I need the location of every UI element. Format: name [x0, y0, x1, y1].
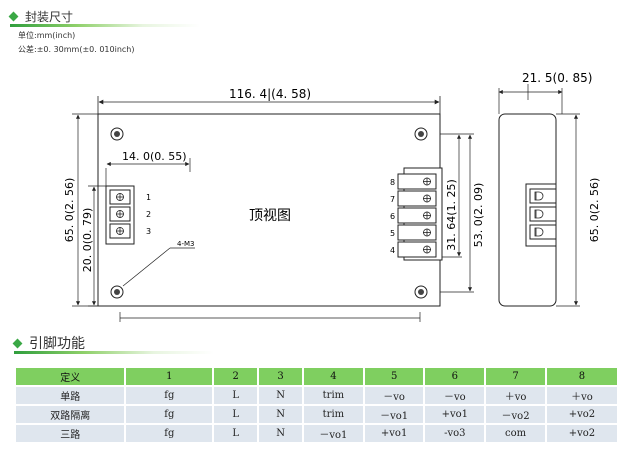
mount-hole-icon	[110, 127, 124, 141]
dim-height-left-label: 65. 0(2. 56)	[63, 178, 76, 243]
dim-pin-offset-label: 14. 0(0. 55)	[122, 150, 187, 163]
table-cell: L	[214, 406, 258, 423]
table-cell: －vo2	[486, 406, 545, 423]
table-cell: N	[259, 425, 303, 442]
table-header-cell: 2	[214, 368, 258, 385]
right-pin-label: 6	[390, 212, 395, 221]
table-header-cell: 4	[304, 368, 363, 385]
diamond-bullet-icon	[12, 338, 23, 348]
table-header-cell: 定义	[16, 368, 125, 385]
table-header-cell: 6	[425, 368, 485, 385]
mount-label: 4-M3	[177, 240, 194, 248]
right-terminal-block: 8 7 6 5 4	[390, 167, 443, 261]
table-cell: －vo	[364, 387, 424, 404]
table-cell: 单路	[16, 387, 125, 404]
spec-tolerance: 公差:±0. 30mm(±0. 010inch)	[18, 45, 135, 54]
mount-hole-icon	[414, 285, 428, 299]
table-row: 三路 fg L N －vo1 +vo1 -vo3 com +vo2	[16, 425, 617, 442]
section-title-text: 封装尺寸	[25, 10, 74, 24]
section-title-package: 封装尺寸	[8, 8, 74, 25]
module-body	[97, 113, 441, 307]
right-pin-label: 5	[390, 229, 395, 238]
table-cell: N	[259, 406, 303, 423]
section-divider	[14, 351, 214, 354]
table-header-row: 定义 1 2 3 4 5 6 7 8	[16, 368, 617, 385]
right-pin-label: 7	[390, 195, 395, 204]
dim-pin-span-right-label: 31. 64(1. 25)	[445, 179, 458, 251]
table-cell: N	[259, 387, 303, 404]
table-cell: fg	[126, 387, 213, 404]
table-row: 双路隔离 fg L N trim －vo1 +vo1 －vo2 +vo2	[16, 406, 617, 423]
package-drawing: 116. 4|(4. 58) 4-M3 顶视图 1 2 3 14. 0(0. 5…	[63, 71, 601, 322]
table-header-cell: 7	[486, 368, 545, 385]
right-pin-label: 4	[390, 246, 395, 255]
table-cell: －vo1	[304, 425, 363, 442]
pin-function-table: 定义 1 2 3 4 5 6 7 8 单路 fg L N trim －vo －v…	[14, 366, 619, 444]
mount-hole-icon	[414, 127, 428, 141]
mount-hole-icon	[110, 285, 124, 299]
section-title-text: 引脚功能	[29, 336, 85, 352]
left-pin-label: 3	[146, 227, 151, 236]
dim-pin-span-left-label: 20. 0(0. 79)	[81, 208, 94, 273]
table-cell: －vo	[425, 387, 485, 404]
table-row: 单路 fg L N trim －vo －vo ＋vo ＋vo	[16, 387, 617, 404]
top-view-label: 顶视图	[249, 208, 291, 224]
section-title-pins: 引脚功能	[12, 333, 85, 353]
left-terminal-block: 1 2 3	[105, 185, 151, 245]
table-header-cell: 3	[259, 368, 303, 385]
right-pin-label: 8	[390, 178, 395, 187]
table-cell: 三路	[16, 425, 125, 442]
dim-width-label: 116. 4|(4. 58)	[229, 87, 311, 101]
table-cell: L	[214, 425, 258, 442]
table-cell: trim	[304, 406, 363, 423]
dim-height-right-label: 65. 0(2. 56)	[588, 178, 601, 243]
table-header-cell: 1	[126, 368, 213, 385]
table-cell: 双路隔离	[16, 406, 125, 423]
section-divider	[10, 24, 200, 27]
table-header-cell: 5	[364, 368, 424, 385]
table-cell: ＋vo	[546, 387, 617, 404]
table-cell: +vo2	[546, 425, 617, 442]
table-cell: +vo1	[425, 406, 485, 423]
dim-depth-label: 21. 5(0. 85)	[522, 71, 592, 85]
table-cell: +vo1	[364, 425, 424, 442]
table-cell: -vo3	[425, 425, 485, 442]
spec-unit: 单位:mm(inch)	[18, 31, 76, 40]
table-cell: fg	[126, 406, 213, 423]
table-cell: L	[214, 387, 258, 404]
table-header-cell: 8	[546, 368, 617, 385]
table-cell: trim	[304, 387, 363, 404]
side-view: 21. 5(0. 85) 65. 0(2. 56)	[498, 71, 601, 307]
table-cell: －vo1	[364, 406, 424, 423]
table-cell: ＋vo	[486, 387, 545, 404]
left-pin-label: 2	[146, 210, 151, 219]
table-cell: +vo2	[546, 406, 617, 423]
table-cell: com	[486, 425, 545, 442]
left-pin-label: 1	[146, 193, 151, 202]
dim-hole-span-label: 53. 0(2. 09)	[472, 183, 485, 248]
dim-width: 116. 4|(4. 58)	[97, 87, 441, 114]
table-cell: fg	[126, 425, 213, 442]
